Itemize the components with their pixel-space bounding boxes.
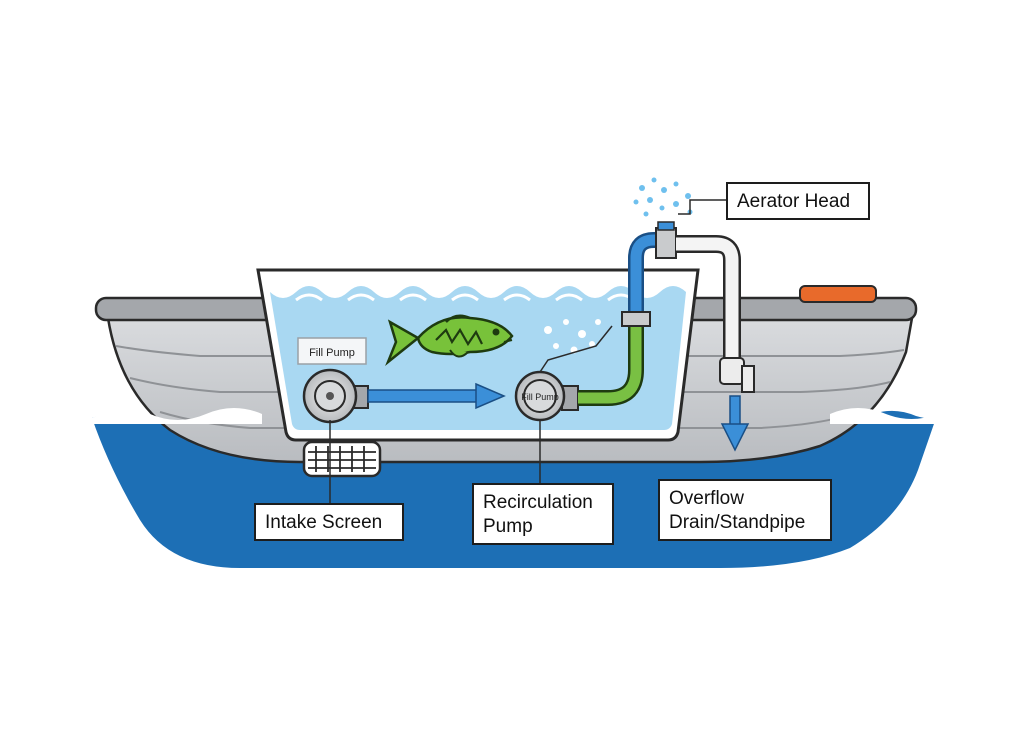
deck-hatch — [799, 285, 877, 303]
standpipe-outlet — [741, 365, 755, 393]
overflow-pipe — [676, 237, 739, 368]
recirculation-pump-icon — [514, 370, 579, 422]
aerator-head-label: Aerator Head — [726, 182, 870, 220]
standpipe-elbow — [719, 357, 745, 385]
aerator-cap — [657, 221, 675, 231]
fill-pump-tag-text: Fill Pump — [309, 347, 355, 359]
water-surface-right — [830, 408, 936, 424]
recirculation-pipe — [578, 326, 642, 404]
aerator-head-text: Aerator Head — [737, 191, 851, 212]
recirculation-pump-text-line1: Recirculation — [483, 492, 593, 513]
drain-flow-arrow — [720, 395, 750, 452]
leader-aerator — [678, 199, 726, 215]
fill-pump-tag — [297, 337, 367, 365]
bass-fish-icon — [385, 314, 514, 366]
water-surface-left — [92, 408, 262, 424]
recirc-pump-badge-text: Fill Pump — [521, 392, 559, 402]
intake-screen-text: Intake Screen — [265, 512, 383, 533]
intake-screen-icon — [302, 440, 382, 478]
overflow-drain-text-line2: Drain/Standpipe — [669, 512, 806, 533]
fill-flow-arrow — [367, 382, 506, 410]
aerator-fitting — [655, 227, 677, 259]
hull-stripe — [115, 345, 905, 357]
overflow-drain-label: Overflow Drain/Standpipe — [658, 479, 832, 541]
intake-screen-label: Intake Screen — [254, 503, 404, 541]
recirculation-pump-text-line2: Pump — [483, 516, 533, 537]
recirculation-pump-label: Recirculation Pump — [472, 483, 614, 545]
water-ripples — [295, 293, 635, 302]
aerator-spray — [633, 177, 693, 217]
riser-pipe — [630, 234, 664, 322]
overflow-drain-text-line1: Overflow — [669, 488, 744, 509]
pipe-coupling — [621, 311, 651, 327]
leader-recirc-upper — [539, 325, 613, 373]
